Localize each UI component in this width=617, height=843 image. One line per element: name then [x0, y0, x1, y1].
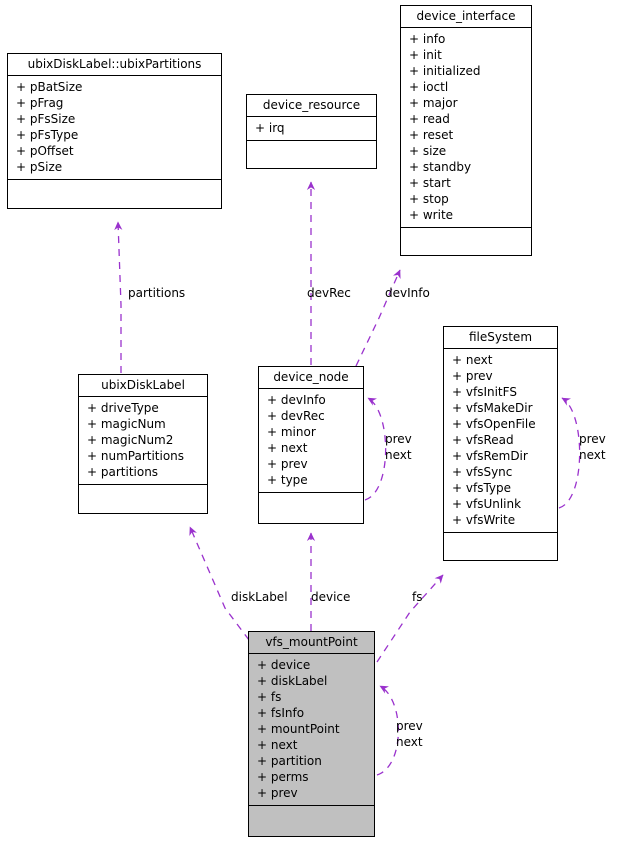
class-operations [259, 493, 363, 523]
class-attribute: + vfsSync [452, 465, 513, 479]
class-attribute: + standby [409, 160, 472, 174]
class-attribute: + write [409, 208, 454, 222]
class-box-device-interface[interactable]: device_interface + info + init + initial… [400, 5, 532, 256]
class-box-filesystem[interactable]: fileSystem + next + prev + vfsInitFS + v… [443, 326, 558, 561]
class-attribute: + devInfo [267, 393, 326, 407]
class-box-device-resource[interactable]: device_resource + irq [246, 94, 377, 169]
class-attribute: + pSize [16, 160, 63, 174]
class-attribute: + read [409, 112, 450, 126]
class-operations [247, 141, 376, 168]
class-attribute: + next [452, 353, 493, 367]
class-attribute: + devRec [267, 409, 325, 423]
class-attribute: + diskLabel [257, 674, 328, 688]
edge-disklabel [189, 526, 250, 641]
edge-label-mountpoint-next: next [396, 735, 423, 749]
class-attribute: + perms [257, 770, 309, 784]
class-attribute: + prev [267, 457, 308, 471]
class-attribute: + start [409, 176, 451, 190]
class-title: device_interface [401, 6, 531, 28]
class-attribute: + vfsType [452, 481, 512, 495]
class-attribute: + vfsMakeDir [452, 401, 533, 415]
class-attribute: + major [409, 96, 458, 110]
class-attribute: + info [409, 32, 446, 46]
class-attribute: + partitions [87, 465, 159, 479]
class-attribute: + vfsUnlink [452, 497, 522, 511]
class-attribute: + minor [267, 425, 316, 439]
class-attribute: + vfsRemDir [452, 449, 528, 463]
class-operations [249, 806, 374, 836]
class-attributes: + info + init + initialized + ioctl + ma… [401, 28, 531, 228]
class-attribute: + vfsRead [452, 433, 514, 447]
edge-label-device: device [311, 590, 351, 604]
edge-device-node-selfloop [364, 397, 387, 501]
edge-label-mountpoint-prev: prev [396, 719, 423, 733]
edge-fs [376, 574, 444, 663]
edge-label-devinfo: devInfo [385, 286, 430, 300]
class-attribute: + mountPoint [257, 722, 340, 736]
edge-filesystem-selfloop [558, 397, 581, 509]
edge-label-device-node-prev: prev [385, 432, 412, 446]
edge-label-devrec: devRec [307, 286, 351, 300]
class-attributes: + devInfo + devRec + minor + next + prev… [259, 389, 363, 493]
class-attribute: + vfsInitFS [452, 385, 517, 399]
edge-label-filesystem-prev: prev [579, 432, 606, 446]
class-attribute: + vfsWrite [452, 513, 516, 527]
class-attribute: + irq [255, 121, 285, 135]
class-operations [401, 228, 531, 255]
class-attribute: + next [257, 738, 298, 752]
class-attribute: + pBatSize [16, 80, 83, 94]
class-attribute: + fsInfo [257, 706, 305, 720]
class-attribute: + pFsType [16, 128, 79, 142]
class-title: device_node [259, 367, 363, 389]
class-attribute: + vfsOpenFile [452, 417, 536, 431]
class-attribute: + type [267, 473, 308, 487]
class-attribute: + reset [409, 128, 454, 142]
class-attribute: + size [409, 144, 447, 158]
class-operations [79, 485, 207, 513]
edge-label-device-node-next: next [385, 448, 412, 462]
class-title: fileSystem [444, 327, 557, 349]
class-attribute: + stop [409, 192, 449, 206]
class-attribute: + pFrag [16, 96, 64, 110]
class-attribute: + next [267, 441, 308, 455]
class-attribute: + magicNum2 [87, 433, 174, 447]
class-attribute: + prev [257, 786, 298, 800]
edge-label-disklabel: diskLabel [231, 590, 288, 604]
class-attribute: + pOffset [16, 144, 74, 158]
class-attributes: + device + diskLabel + fs + fsInfo + mou… [249, 654, 374, 806]
class-box-ubix-partitions[interactable]: ubixDiskLabel::ubixPartitions + pBatSize… [7, 53, 222, 209]
class-attributes: + driveType + magicNum + magicNum2 + num… [79, 397, 207, 485]
class-box-vfs-mountpoint[interactable]: vfs_mountPoint + device + diskLabel + fs… [248, 631, 375, 837]
class-attribute: + pFsSize [16, 112, 76, 126]
class-attribute: + magicNum [87, 417, 166, 431]
class-operations [8, 180, 221, 208]
class-attributes: + pBatSize + pFrag + pFsSize + pFsType +… [8, 76, 221, 180]
class-attribute: + numPartitions [87, 449, 185, 463]
edge-label-partitions: partitions [128, 286, 186, 300]
class-title: vfs_mountPoint [249, 632, 374, 654]
class-operations [444, 533, 557, 560]
class-box-ubix-disk-label[interactable]: ubixDiskLabel + driveType + magicNum + m… [78, 374, 208, 514]
class-title: device_resource [247, 95, 376, 117]
edge-partitions [114, 221, 123, 373]
class-attribute: + device [257, 658, 311, 672]
class-attribute: + driveType [87, 401, 159, 415]
class-title: ubixDiskLabel::ubixPartitions [8, 54, 221, 76]
edge-label-filesystem-next: next [579, 448, 606, 462]
class-attributes: + next + prev + vfsInitFS + vfsMakeDir +… [444, 349, 557, 533]
class-attribute: + prev [452, 369, 493, 383]
class-attribute: + partition [257, 754, 322, 768]
class-attribute: + fs [257, 690, 282, 704]
class-box-device-node[interactable]: device_node + devInfo + devRec + minor +… [258, 366, 364, 524]
class-attribute: + init [409, 48, 442, 62]
edge-label-fs: fs [412, 590, 423, 604]
class-title: ubixDiskLabel [79, 375, 207, 397]
class-attribute: + ioctl [409, 80, 449, 94]
class-attributes: + irq [247, 117, 376, 141]
class-attribute: + initialized [409, 64, 481, 78]
